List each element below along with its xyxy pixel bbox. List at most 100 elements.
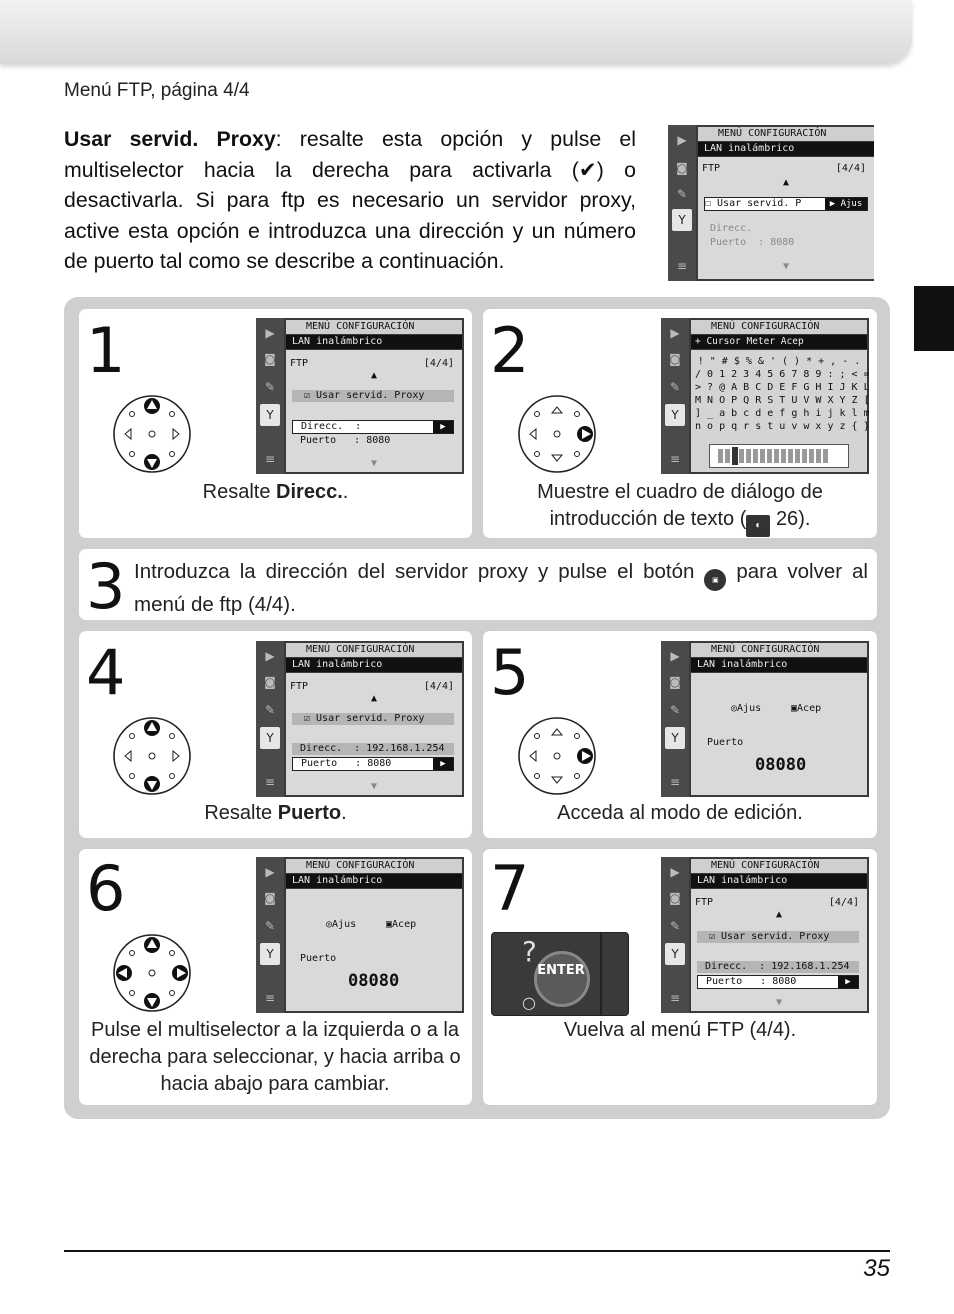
wrench-icon: Y xyxy=(665,404,685,426)
lcd-sub: LAN inalámbrico xyxy=(698,142,874,156)
lcd-title: MENÚ CONFIGURACIÓN xyxy=(691,643,867,657)
menu-icon: ≡ xyxy=(669,775,681,789)
char-row: / 0 1 2 3 4 5 6 7 8 9 : ; < = xyxy=(695,369,869,380)
down-arrow-icon: ▼ xyxy=(775,997,783,1008)
pencil-icon: ✎ xyxy=(264,703,276,717)
page-indicator: [4/4] xyxy=(828,897,859,908)
play-icon: ▶ xyxy=(670,326,680,340)
puerto-field[interactable]: Puerto : 8080 xyxy=(301,758,392,769)
camera-icon: ◙ xyxy=(669,675,681,689)
direcc-field: Direcc. : 192.168.1.254 xyxy=(697,961,859,973)
lcd-step-5: ▶ ◙ ✎ Y ≡ MENÚ CONFIGURACIÓN LAN inalámb… xyxy=(661,641,869,797)
port-value[interactable]: 08080 xyxy=(348,971,400,991)
camera-icon: ◙ xyxy=(264,891,276,905)
multiselector-right-icon xyxy=(518,395,596,473)
hint-text: Acep xyxy=(392,919,417,930)
section-tab xyxy=(914,286,954,351)
char-row: ! " # $ % & ' ( ) * + , - . xyxy=(697,356,861,367)
proxy-option: ☑ Usar servid. Proxy xyxy=(697,931,859,943)
puerto-field[interactable]: Puerto : 8080 xyxy=(706,976,797,987)
puerto-dim: Puerto : 8080 xyxy=(710,237,795,248)
ftp-label: FTP xyxy=(290,358,309,369)
lcd-title: MENÚ CONFIGURACIÓN xyxy=(286,643,462,657)
step-7-caption: Vuelva al menú FTP (4/4). xyxy=(563,1019,797,1041)
step-3-number: 3 xyxy=(86,550,126,623)
lcd-title: MENÚ CONFIGURACIÓN xyxy=(286,320,462,334)
direcc-dim: Direcc. xyxy=(710,223,753,234)
caption-text: ). xyxy=(798,508,811,530)
camera-icon: ◙ xyxy=(264,675,276,689)
ftp-label: FTP xyxy=(290,681,309,692)
multiselector-right-icon xyxy=(518,717,596,795)
down-arrow-icon: ▼ xyxy=(370,781,378,792)
caption-text: Resalte xyxy=(204,802,278,824)
wrench-icon: Y xyxy=(260,943,280,965)
enter-button-label: ENTER xyxy=(537,963,585,978)
play-icon: ▶ xyxy=(670,865,680,879)
page-ref: 26 xyxy=(775,508,799,530)
play-icon: ▶ xyxy=(265,326,275,340)
acep-hint: ▣Acep xyxy=(791,703,822,714)
char-row: > ? @ A B C D E F G H I J K L xyxy=(695,382,869,393)
wrench-icon: Y xyxy=(260,404,280,426)
page-number: 35 xyxy=(863,1255,890,1282)
step-3-caption: Introduzca la dirección del servidor pro… xyxy=(134,558,868,618)
multiselector-all-directions-icon xyxy=(113,934,191,1012)
pencil-icon: ✎ xyxy=(669,919,681,933)
menu-icon: ≡ xyxy=(676,259,688,273)
proxy-option: ☑ Usar servid. Proxy xyxy=(292,713,454,725)
lcd-sub: LAN inalámbrico xyxy=(691,874,867,888)
direcc-field: Direcc. : 192.168.1.254 xyxy=(292,743,454,755)
ftp-label: FTP xyxy=(702,163,721,174)
camera-icon: ◙ xyxy=(676,161,688,175)
lcd-title: MENÚ CONFIGURACIÓN xyxy=(691,320,867,334)
puerto-field: Puerto : 8080 xyxy=(300,435,391,446)
proxy-option[interactable]: ☐ Usar servid. P xyxy=(705,198,802,209)
down-arrow-icon: ▼ xyxy=(782,261,790,272)
pencil-icon: ✎ xyxy=(264,919,276,933)
up-arrow-icon: ▲ xyxy=(775,909,783,920)
down-arrow-icon: ▼ xyxy=(370,458,378,469)
camera-icon: ◙ xyxy=(264,352,276,366)
menu-icon: ≡ xyxy=(264,452,276,466)
multiselector-up-down-icon xyxy=(113,717,191,795)
port-value[interactable]: 08080 xyxy=(755,755,807,775)
caption-text: para volver al menú de ftp (4/4). xyxy=(134,560,868,616)
play-icon: ▶ xyxy=(265,649,275,663)
step-2-caption: Muestre el cuadro de diálogo de introduc… xyxy=(490,479,870,537)
caption-bold: Puerto xyxy=(277,802,342,824)
enter-button-photo: ? ENTER ○ xyxy=(491,932,629,1016)
hint-text: Ajus xyxy=(332,919,357,930)
text-entry-field[interactable] xyxy=(709,444,849,468)
lcd-step-6: ▶ ◙ ✎ Y ≡ MENÚ CONFIGURACIÓN LAN inalámb… xyxy=(256,857,464,1013)
step-5-caption: Acceda al modo de edición. xyxy=(557,802,803,824)
proxy-option: ☑ Usar servid. Proxy xyxy=(292,390,454,402)
lcd-sub: LAN inalámbrico xyxy=(286,874,462,888)
step-6-caption: Pulse el multiselector a la izquierda o … xyxy=(89,1019,461,1095)
pencil-icon: ✎ xyxy=(669,380,681,394)
step-4-number: 4 xyxy=(86,636,126,709)
textentry-hints: + Cursor Meter Acep xyxy=(691,335,867,349)
lcd-sub: LAN inalámbrico xyxy=(691,658,867,672)
lcd-step-2: ▶ ◙ ✎ Y ≡ MENÚ CONFIGURACIÓN + Cursor Me… xyxy=(661,318,869,474)
footer-rule xyxy=(64,1250,890,1252)
char-row: M N O P Q R S T U V W X Y Z [ xyxy=(695,395,869,406)
direcc-field[interactable]: Direcc. : xyxy=(301,421,362,432)
menu-icon: ≡ xyxy=(264,775,276,789)
zoom-icon: ○ xyxy=(522,993,536,1012)
step-1-number: 1 xyxy=(86,314,126,387)
wrench-icon: Y xyxy=(260,727,280,749)
lcd-intro: ▶ ◙ ✎ Y ≡ MENÚ CONFIGURACIÓN LAN inalámb… xyxy=(668,125,874,281)
step-1-caption: Resalte Direcc.. xyxy=(79,479,472,506)
up-arrow-icon: ▲ xyxy=(370,693,378,704)
lcd-step-4: ▶ ◙ ✎ Y ≡ MENÚ CONFIGURACIÓN LAN inalámb… xyxy=(256,641,464,797)
question-icon: ? xyxy=(522,935,537,968)
puerto-label: Puerto xyxy=(300,953,337,964)
lcd-title: MENÚ CONFIGURACIÓN xyxy=(691,859,867,873)
up-arrow-icon: ▲ xyxy=(782,177,790,188)
puerto-label: Puerto xyxy=(707,737,744,748)
step-4-caption: Resalte Puerto. xyxy=(79,800,472,827)
pencil-icon: ✎ xyxy=(676,187,688,201)
pencil-icon: ✎ xyxy=(669,703,681,717)
caption-text: Resalte xyxy=(202,481,277,503)
